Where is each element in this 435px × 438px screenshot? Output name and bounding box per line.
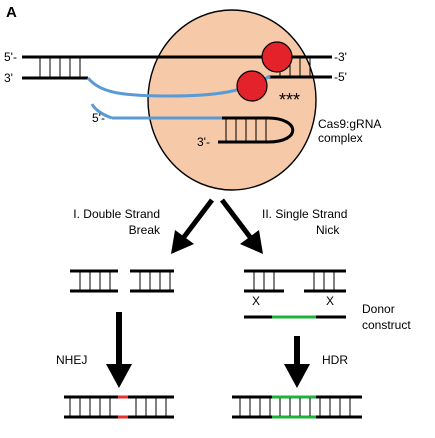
target-dna-rungs-left	[39, 58, 81, 77]
hdr-label: HDR	[322, 353, 348, 367]
double-strand-break-title: I. Double Strand	[73, 207, 160, 221]
cas9-complex-label-line2: complex	[318, 131, 363, 145]
grna-3prime-label: 3'-	[197, 135, 210, 149]
hdr-arrow	[284, 336, 310, 388]
nicked-dna-duplex	[244, 269, 346, 293]
crossover-mark-right: X	[326, 294, 334, 308]
nuclease-domain-upper	[261, 41, 293, 73]
grna-connector	[90, 103, 113, 120]
cas9-complex-label-line1: Cas9:gRNA	[318, 117, 381, 131]
single-strand-nick-title-line2: Nick	[316, 223, 340, 237]
donor-construct-label-line2: construct	[362, 318, 411, 332]
nuclease-domain-lower	[236, 70, 268, 102]
panel-label: A	[6, 4, 17, 21]
grna-5prime-label: 5'-	[92, 111, 105, 125]
branch-arrow-right	[220, 198, 263, 254]
nick-site-asterisks: ***	[279, 90, 300, 110]
bottom-strand-5prime-label: -5'	[334, 70, 347, 84]
nhej-label: NHEJ	[56, 353, 87, 367]
hdr-repaired-dna	[232, 395, 362, 419]
dsb-fragment-left	[70, 269, 118, 293]
top-strand-5prime-label: 5'-	[4, 50, 17, 64]
single-strand-nick-title: II. Single Strand	[262, 207, 347, 221]
crossover-mark-left: X	[252, 294, 260, 308]
dsb-fragment-right	[130, 269, 174, 293]
donor-construct-label-line1: Donor	[362, 302, 395, 316]
nhej-repaired-dna	[64, 395, 174, 419]
nhej-arrow	[106, 312, 132, 388]
branch-arrow-left	[171, 198, 214, 254]
top-strand-3prime-label: -3'	[334, 50, 347, 64]
grna-hairpin-rungs	[225, 119, 267, 141]
bottom-strand-3prime-label: 3'	[4, 71, 13, 85]
grna-hairpin	[218, 116, 295, 144]
double-strand-break-title-line2: Break	[129, 223, 161, 237]
